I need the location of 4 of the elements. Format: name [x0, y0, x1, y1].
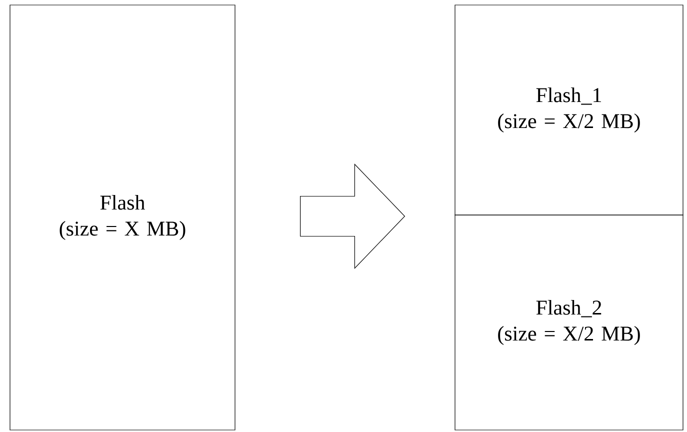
memory-box: Flash_2 (size = X/2 MB): [454, 214, 684, 430]
memory-box: Flash (size = X MB): [10, 4, 236, 430]
memory-box: Flash_1 (size = X/2 MB): [454, 4, 684, 216]
block-arrow: [300, 164, 406, 269]
